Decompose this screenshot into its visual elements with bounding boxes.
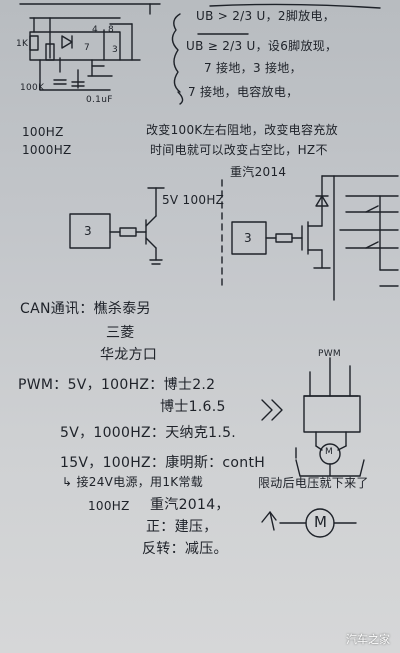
label-5v-100hz: 5V 100HZ <box>162 193 225 207</box>
name-sanling: 三菱 <box>106 325 135 341</box>
note-pin7b: 7 接地，电容放电， <box>188 85 299 99</box>
pwm-line-1b: 博士1.6.5 <box>160 399 226 415</box>
ic-box-label: 3 <box>84 224 92 238</box>
chevron-arrows <box>261 399 283 421</box>
pwm-line-3b: ↳ 接24V电源，用1K常载 <box>62 475 204 489</box>
pwm-line-2: 5V，1000HZ：天纳克1.5. <box>60 425 237 441</box>
notes-bracket <box>171 3 381 105</box>
can-line: CAN通讯：樵杀泰另 <box>20 301 151 317</box>
mosfet-circuit-drawing <box>231 175 399 301</box>
label-100k: 100K <box>20 83 45 93</box>
hook-arrow <box>261 511 277 523</box>
ic-box-label-2: 3 <box>244 231 252 245</box>
name-jianglong: 华龙方口 <box>100 347 158 363</box>
label-1k: 1K <box>16 39 29 49</box>
note-ub-gt: UB > 2/3 U，2脚放电， <box>196 9 336 23</box>
transistor-circuit-drawing <box>69 187 165 265</box>
pwm-motor-drawing <box>295 357 365 477</box>
motor-letter-large: M <box>314 513 328 531</box>
freq-1000hz: 1000HZ <box>22 143 72 157</box>
note-pin7: 7 接地，3 接地， <box>204 61 302 75</box>
pwm-line-3: 15V，100HZ：康明斯：contH <box>60 455 266 471</box>
fan-jianya: 反转：减压。 <box>142 541 228 557</box>
motor-letter-small: M <box>325 447 334 457</box>
label-pin4: 4 <box>92 25 99 35</box>
watermark-text: 汽车之家 <box>346 633 390 646</box>
pwm-motor-label: PWM <box>318 349 341 359</box>
label-pin8: 8 <box>108 25 115 35</box>
label-pin7: 7 <box>84 43 91 53</box>
label-chongqi: 重汽2014 <box>230 165 287 179</box>
freq-100hz: 100HZ <box>22 125 64 139</box>
note-resistor: 改变100K左右阻地，改变电容充放 <box>146 123 338 137</box>
pwm-line-3c: 限动后电压就下来了 <box>258 476 369 490</box>
label-pin3: 3 <box>112 45 119 55</box>
zheng-jianya: 正：建压， <box>146 519 218 535</box>
label-cap: 0.1uF <box>86 95 113 105</box>
hook-arrow-stem <box>269 511 275 531</box>
pwm-line-1: PWM：5V，100HZ：博士2.2 <box>18 377 216 393</box>
note-ub-ge: UB ≥ 2/3 U，设6脚放现， <box>186 39 338 53</box>
timer-circuit-drawing <box>19 3 161 91</box>
pwm-line-4: 100HZ <box>88 499 130 513</box>
motor-symbol-drawing <box>279 508 357 538</box>
chongqi-2014: 重汽2014， <box>150 497 230 513</box>
note-duty: 时间电就可以改变占空比，HZ不 <box>150 143 328 157</box>
